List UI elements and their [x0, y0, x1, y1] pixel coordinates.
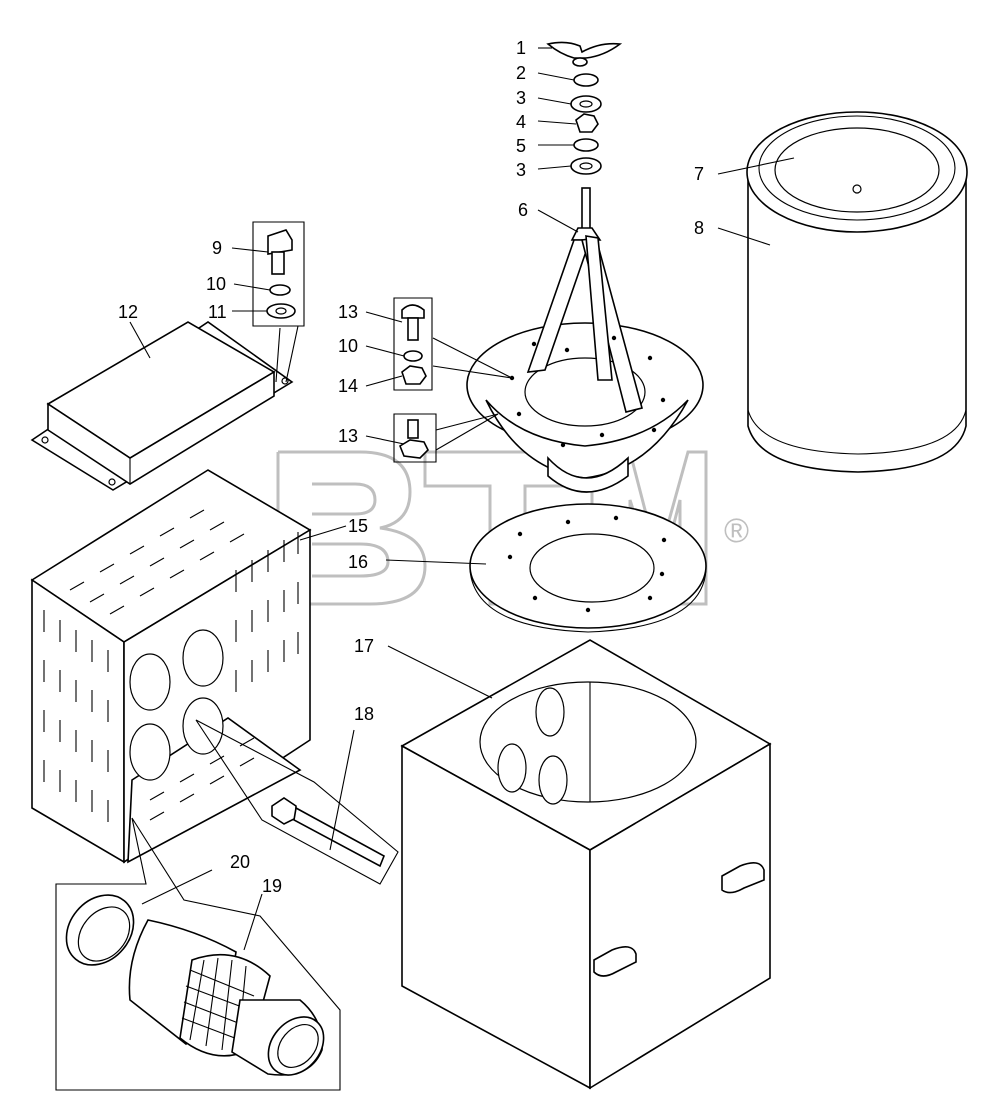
callout-15: 15	[348, 516, 368, 536]
nut-part-14	[401, 365, 427, 385]
leader-lines	[129, 47, 795, 951]
callout-14: 14	[338, 376, 358, 396]
inlet-adapter-frame	[55, 817, 341, 1091]
callout-18: 18	[354, 704, 374, 724]
callout-4: 4	[516, 112, 526, 132]
callout-1: 1	[516, 38, 526, 58]
nut-part-4	[575, 113, 599, 133]
callout-6: 6	[518, 200, 528, 220]
screw-part-13b	[407, 419, 419, 439]
callout-19: 19	[262, 876, 282, 896]
clamp-bracket	[721, 862, 765, 894]
screw-set-frame	[393, 297, 433, 391]
callout-2: 2	[516, 63, 526, 83]
callout-3: 3	[516, 160, 526, 180]
screw-part-13a	[401, 304, 425, 319]
clamp-bracket	[593, 946, 637, 977]
callout-13: 13	[338, 302, 358, 322]
filter-cover-part-7	[774, 127, 940, 213]
seal-ring-part-20	[65, 894, 135, 966]
callout-13: 13	[338, 426, 358, 446]
long-bolt-part-18	[195, 719, 399, 885]
callout-17: 17	[354, 636, 374, 656]
callout-labels: 1 2 3 4 5 3 6 7 8 9 10 11 12 13 10 14 13…	[118, 38, 704, 896]
filter-element-part-8	[746, 111, 968, 473]
housing-box-part-17	[400, 639, 772, 1090]
washer-part-5	[573, 138, 599, 152]
hose-adapter-part-19	[128, 919, 325, 1076]
callout-10: 10	[206, 274, 226, 294]
perforated-box-part-15	[30, 469, 312, 864]
spring-washer-part-10b	[403, 350, 423, 362]
cover-plate-part-12	[30, 321, 294, 491]
spring-washer-part-3a	[570, 95, 602, 113]
spring-washer-part-10a	[269, 284, 291, 296]
callout-9: 9	[212, 238, 222, 258]
callout-11: 11	[208, 302, 227, 322]
spring-washer-part-3b	[570, 157, 602, 175]
callout-7: 7	[694, 164, 704, 184]
screw-frame-2	[393, 413, 437, 463]
gasket-part-16	[469, 503, 707, 633]
callout-10: 10	[338, 336, 358, 356]
callout-3: 3	[516, 88, 526, 108]
bolt-set-frame	[252, 221, 305, 327]
washer-part-2	[573, 73, 599, 87]
callout-5: 5	[516, 136, 526, 156]
callout-20: 20	[230, 852, 250, 872]
bolt-part-9	[267, 229, 293, 255]
wing-nut-part-1	[546, 41, 623, 67]
callout-12: 12	[118, 302, 138, 322]
callout-16: 16	[348, 552, 368, 572]
callout-8: 8	[694, 218, 704, 238]
watermark-registered-mark: ®	[724, 512, 749, 550]
filter-bracket-part-6	[466, 187, 704, 493]
